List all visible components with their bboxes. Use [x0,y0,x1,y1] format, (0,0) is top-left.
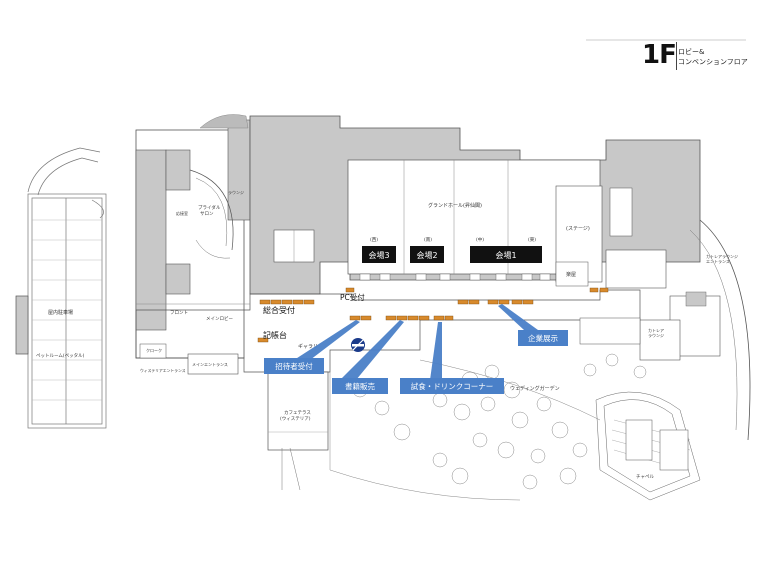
floor-subtitle: ロビー& コンベンションフロア [678,48,748,66]
hall-section-south: (南) [424,236,432,243]
waiting-room-label: 楽屋 [566,271,576,278]
stage-label: (ステージ) [566,226,590,232]
front-label: フロント [170,310,188,316]
general-reception-label: 総合受付 [263,305,295,315]
hall1-label[interactable]: 会場1 [495,250,516,260]
pet-room-label: ペットルーム(ペッタル) [36,352,85,359]
cloak-label: クローク [146,347,162,353]
gallery-label: ギャラリ [298,344,318,350]
exhibition-box [518,330,568,346]
no-smoking-icon [351,338,365,352]
hall3-label[interactable]: 会場3 [368,250,389,260]
cattleya-entrance-label: カトレアラウンジエントランス [706,253,738,264]
cattleya-lounge-label: カトレアラウンジ [648,328,664,338]
main-entrance-label: メインエントランス [192,361,228,367]
floor-divider [676,42,677,70]
hall-section-east: (東) [528,236,536,243]
bridal-salon-label: ブライダルサロン [198,204,221,217]
parking-structure [15,147,107,429]
book-sales-box [332,378,388,394]
booths [257,287,609,343]
hall2-box [410,246,444,263]
wedding-garden-label: ウェディングガーデン [510,385,560,392]
registration-label: 記帳台 [263,330,287,340]
wedding-garden [329,353,647,501]
pc-reception-label: PC受付 [340,292,365,302]
book-sales-label: 書籍販売 [345,381,375,391]
grand-hall-label: グランドホール(昇仙閣) [428,202,482,209]
hall-section-center: (中) [476,236,484,243]
exhibition-label: 企業展示 [528,333,558,343]
hall3-box [362,246,396,263]
invited-reception-label: 招待者受付 [275,361,313,371]
hall-section-west: (西) [370,237,378,243]
main-lobby-label: メインロビー [206,315,233,322]
chapel-structure [595,391,701,501]
parking-label: 屋内駐車場 [48,309,73,316]
building-outline [135,114,751,491]
floor-badge: 1F ロビー& コンベンションフロア [636,38,756,76]
hall1-box [470,246,542,263]
hall2-label[interactable]: 会場2 [416,250,437,260]
chapel-label: チャペル [636,474,654,480]
tasting-corner-box [400,378,504,394]
floor-number: 1F [642,40,677,70]
callout-pointers [294,304,538,380]
cafe-terrace-label: カフェテラス(ウィステリア) [280,410,311,422]
invited-reception-box [264,358,324,374]
lounge-label: ラウンジ [228,189,244,195]
hall-doors [359,273,551,281]
tasting-corner-label: 試食・ドリンクコーナー [411,381,494,391]
west-entrance-label: ウィステリアエントランス [140,368,186,373]
reception-room-label: 応接室 [176,210,188,216]
